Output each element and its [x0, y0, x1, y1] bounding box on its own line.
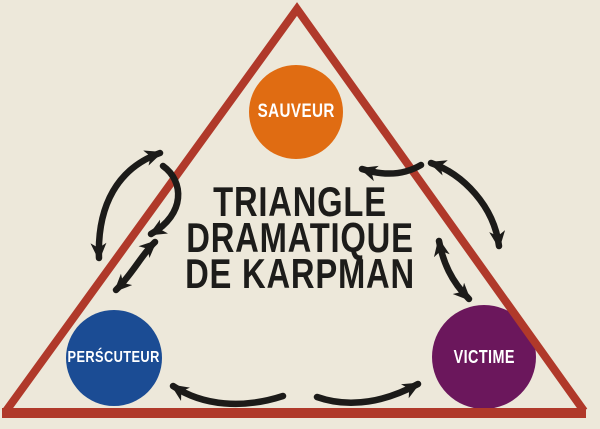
node-sauveur: SAUVEUR — [249, 65, 343, 159]
node-victime: VICTIME — [432, 305, 536, 409]
arrow-bottom-left — [169, 382, 287, 408]
arrow-right-top-return — [358, 161, 425, 182]
diagram-title: TRIANGLE DRAMATIQUE DE KARPMAN — [66, 181, 534, 297]
node-sauveur-label: SAUVEUR — [257, 101, 335, 122]
node-victime-label: VICTIME — [453, 346, 515, 367]
node-persecuteur-label: PERŚCUTEUR — [67, 349, 161, 366]
title-line-3: DE KARPMAN — [185, 250, 415, 297]
arrow-bottom-right — [313, 380, 422, 406]
node-persecuteur: PERŚCUTEUR — [66, 310, 162, 406]
